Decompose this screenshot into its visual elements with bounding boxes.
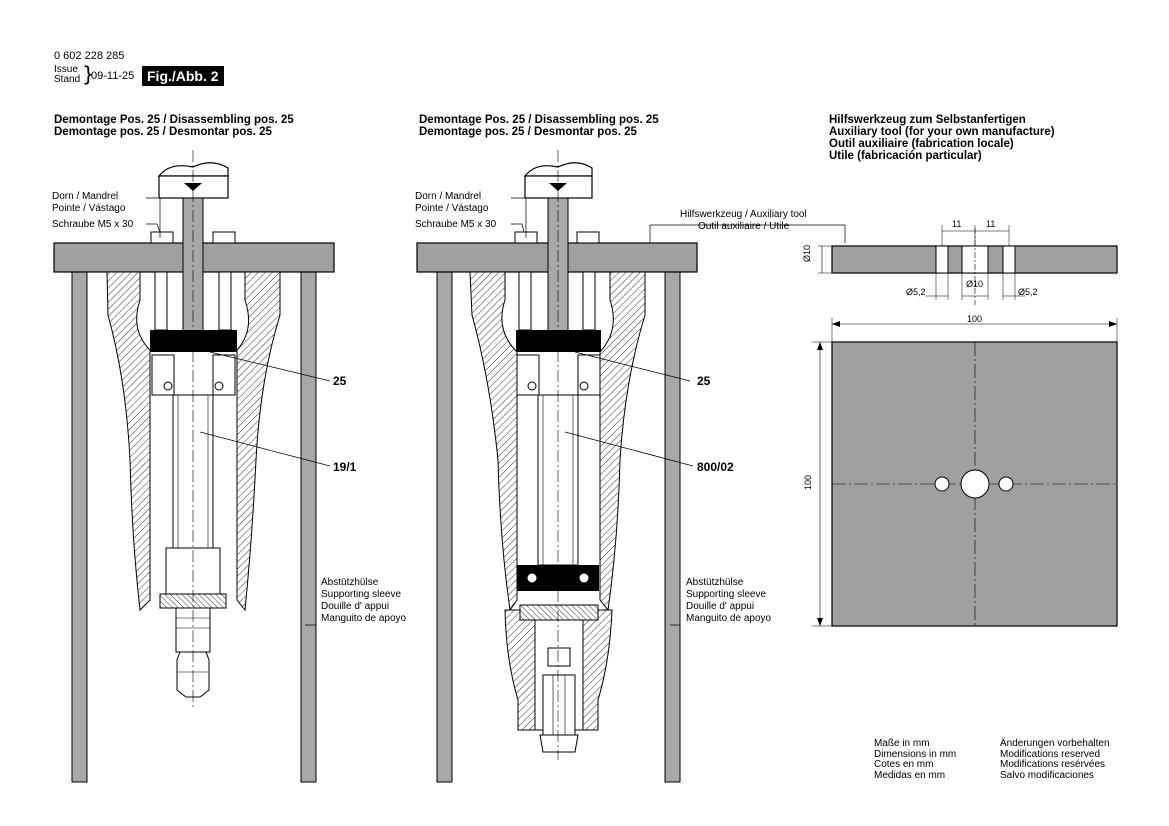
dim-thickness: Ø10 xyxy=(802,244,812,262)
mid-mandrel-label-1: Dorn / Mandrel xyxy=(415,191,482,202)
mid-leader-25 xyxy=(574,351,691,382)
dim-spacing-left: 11 xyxy=(952,219,962,229)
mid-aux-label-1: Hilfswerkzeug / Auxiliary tool xyxy=(680,209,807,220)
mods-line-1: Änderungen vorbehalten xyxy=(1000,738,1110,749)
mid-aux-label-2: Outil auxiliaire / Utile xyxy=(698,221,790,232)
mid-bearing-race-left xyxy=(516,354,540,396)
dim-hole-left: Ø5,2 xyxy=(906,287,926,297)
left-ball-right xyxy=(214,381,224,391)
aux-tool-drawing xyxy=(812,225,1118,627)
left-title-line1: Demontage Pos. 25 / Disassembling pos. 2… xyxy=(54,114,294,126)
mid-sleeve-label-4: Manguito de apoyo xyxy=(686,613,772,624)
mid-callout-25: 25 xyxy=(697,374,711,388)
mid-sleeve-wall-right xyxy=(664,271,681,783)
mid-callout-800-02: 800/02 xyxy=(697,460,734,474)
left-sleeve-label-4: Manguito de apoyo xyxy=(321,613,407,624)
mid-housing-right xyxy=(599,271,646,612)
issue-label: Issue xyxy=(54,64,78,75)
left-sleeve-label-1: Abstützhülse xyxy=(321,577,379,588)
middle-title-line1: Demontage Pos. 25 / Disassembling pos. 2… xyxy=(419,114,659,126)
left-bolt-shank-right xyxy=(218,271,232,331)
left-bolt-shank-left xyxy=(154,271,168,331)
issue-date: 09-11-25 xyxy=(91,70,135,82)
mid-bolt-head-right xyxy=(576,231,600,244)
dim-hole-right: Ø5,2 xyxy=(1018,287,1038,297)
mid-sleeve-wall-left xyxy=(436,271,453,783)
middle-assembly xyxy=(416,150,846,783)
left-title-line2: Demontage pos. 25 / Desmontar pos. 25 xyxy=(54,126,272,138)
left-sleeve-wall-left xyxy=(71,271,88,783)
left-leader-25 xyxy=(209,351,331,382)
mid-collet-tip xyxy=(539,734,579,753)
left-leader-screw xyxy=(146,223,161,233)
left-sleeve-wall-right xyxy=(300,271,317,783)
left-mandrel-label-2: Pointe / Vástago xyxy=(52,203,126,214)
left-callout-25: 25 xyxy=(333,374,347,388)
mid-sleeve-label-2: Supporting sleeve xyxy=(686,589,767,600)
mid-sleeve-label-1: Abstützhülse xyxy=(686,577,744,588)
units-line-2: Dimensions in mm xyxy=(874,748,957,760)
left-bolt-head-left xyxy=(150,231,174,244)
mods-line-2: Modifications reserved xyxy=(1000,748,1101,760)
mid-bearing-25 xyxy=(516,330,601,352)
brace-glyph: } xyxy=(82,62,95,86)
mid-mandrel-label-2: Pointe / Vástago xyxy=(415,203,489,214)
units-line-1: Maße in mm xyxy=(874,738,930,749)
left-mandrel-cap xyxy=(157,162,229,177)
units-line-4: Medidas en mm xyxy=(874,769,946,781)
aux-side-hole-right xyxy=(1002,245,1016,274)
left-leader-mandrel xyxy=(146,197,161,238)
stand-label: Stand xyxy=(54,74,81,85)
mid-bolt-shank-left xyxy=(518,271,532,331)
left-ball-left xyxy=(163,381,173,391)
dim-spacing-right: 11 xyxy=(986,219,996,229)
mid-nose-flange xyxy=(519,604,599,621)
dim-width: 100 xyxy=(967,314,983,324)
aux-center-hole xyxy=(960,469,990,499)
aux-side-hole-left xyxy=(935,245,949,274)
left-assembly xyxy=(53,150,335,783)
left-mandrel-label-1: Dorn / Mandrel xyxy=(52,191,119,202)
mid-mandrel-cap xyxy=(523,162,593,177)
right-title-line4: Utile (fabricación particular) xyxy=(829,150,982,162)
mid-sleeve-label-3: Douille d' appui xyxy=(686,601,755,612)
aux-hole-right xyxy=(998,476,1014,492)
left-leader-19-1 xyxy=(199,431,331,467)
left-sleeve-label-3: Douille d' appui xyxy=(321,601,390,612)
mid-housing-left xyxy=(469,271,518,612)
part-number: 0 602 228 285 xyxy=(54,50,125,62)
mid-collet xyxy=(542,674,576,736)
mid-screw-label: Schraube M5 x 30 xyxy=(415,219,497,230)
middle-title-line2: Demontage pos. 25 / Desmontar pos. 25 xyxy=(419,126,637,138)
left-bolt-head-right xyxy=(212,231,236,244)
mods-line-4: Salvo modificaciones xyxy=(1000,769,1094,781)
mid-bolt-shank-right xyxy=(582,271,596,331)
right-title-line1: Hilfswerkzeug zum Selbstanfertigen xyxy=(829,114,1026,126)
left-screw-label: Schraube M5 x 30 xyxy=(52,219,134,230)
left-sleeve-label-2: Supporting sleeve xyxy=(321,589,402,600)
mid-leader-800-02 xyxy=(564,431,694,467)
figure-label: Fig./Abb. 2 xyxy=(142,66,224,86)
left-bearing-25 xyxy=(150,330,237,352)
right-title-line3: Outil auxiliaire (fabrication locale) xyxy=(829,138,1014,150)
right-title-line2: Auxiliary tool (for your own manufacture… xyxy=(829,126,1055,138)
modifications-note: Änderungen vorbehalten Modifications res… xyxy=(1000,738,1110,781)
left-housing-left xyxy=(106,271,151,612)
aux-hole-left xyxy=(934,476,950,492)
left-callout-19-1: 19/1 xyxy=(333,460,357,474)
units-line-3: Cotes en mm xyxy=(874,759,934,770)
mods-line-3: Modifications resérvées xyxy=(1000,759,1106,770)
left-housing-right xyxy=(236,271,281,612)
dim-height: 100 xyxy=(803,474,813,490)
dim-hole-center: Ø10 xyxy=(966,279,984,289)
issue-stand-block: Issue Stand xyxy=(54,65,80,85)
units-note: Maße in mm Dimensions in mm Cotes en mm … xyxy=(874,738,957,781)
left-leader-sleeve xyxy=(305,585,317,626)
